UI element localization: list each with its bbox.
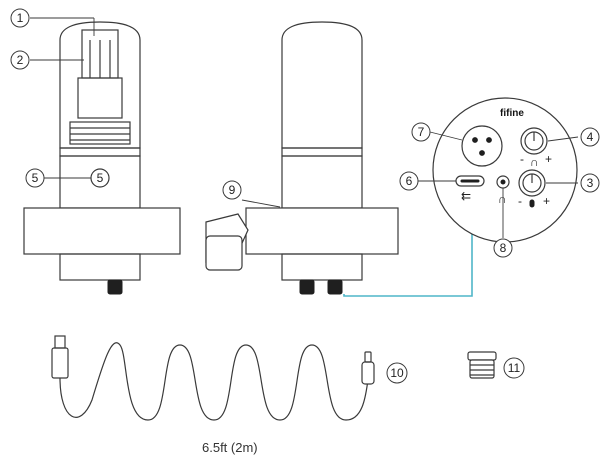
svg-text:9: 9 bbox=[229, 183, 236, 197]
callout-8: 8 bbox=[493, 238, 513, 258]
callout-3: 3 bbox=[580, 173, 600, 193]
callout-5-inline: 5 bbox=[97, 171, 104, 185]
callout-10: 10 bbox=[386, 362, 408, 384]
usb-cable bbox=[51, 335, 375, 421]
usb-a-tip bbox=[54, 335, 66, 349]
mic-side-band bbox=[281, 147, 363, 157]
zoom-link-line bbox=[343, 226, 473, 297]
cable-coil bbox=[59, 342, 369, 421]
mic-side-mount-plate bbox=[245, 207, 399, 255]
svg-text:10: 10 bbox=[390, 366, 404, 380]
callout-5: 5 bbox=[25, 168, 45, 188]
hp-knob-plus-label: + bbox=[545, 152, 552, 166]
svg-text:11: 11 bbox=[508, 361, 521, 375]
callout-2: 2 bbox=[10, 50, 30, 70]
svg-text:4: 4 bbox=[587, 130, 594, 144]
mic-front-view bbox=[23, 21, 181, 295]
svg-text:5: 5 bbox=[97, 171, 104, 185]
usb-c-port-bottom bbox=[299, 279, 315, 295]
zoom-circle bbox=[432, 97, 578, 243]
svg-text:3: 3 bbox=[587, 176, 594, 190]
mic-mount-plate bbox=[23, 207, 181, 255]
usb-icon: ⇇ bbox=[461, 189, 471, 203]
thread-adapter bbox=[467, 351, 497, 379]
svg-text:5: 5 bbox=[32, 171, 39, 185]
xlr-port bbox=[461, 125, 503, 167]
usb-a-plug bbox=[51, 347, 69, 379]
callout-4: 4 bbox=[580, 127, 600, 147]
headphone-volume-knob bbox=[520, 127, 548, 155]
headphone-icon: ∩ bbox=[498, 192, 507, 206]
mic-shock-body bbox=[77, 77, 123, 119]
bottom-connector bbox=[107, 279, 123, 295]
cable-length-label: 6.5ft (2m) bbox=[202, 440, 258, 455]
headphone-port-bottom bbox=[327, 279, 343, 295]
callout-7: 7 bbox=[411, 122, 431, 142]
svg-text:1: 1 bbox=[17, 11, 24, 25]
headphone-icon-small: ∩ bbox=[530, 155, 539, 169]
mic-side-lower-body bbox=[281, 253, 363, 281]
mic-grille-outline bbox=[59, 21, 141, 149]
mic-thread-ring bbox=[69, 121, 131, 145]
brand-logo: fifine bbox=[500, 108, 524, 119]
mic-side-view bbox=[205, 21, 399, 295]
svg-text:7: 7 bbox=[418, 125, 425, 139]
usb-c-tip bbox=[364, 351, 372, 363]
hp-knob-minus-label: - bbox=[520, 152, 524, 166]
leader-lines bbox=[30, 17, 579, 238]
callout-9: 9 bbox=[222, 180, 242, 200]
mic-gain-knob bbox=[518, 169, 546, 197]
callout-6: 6 bbox=[399, 171, 419, 191]
svg-text:6: 6 bbox=[406, 174, 413, 188]
gain-knob-minus-label: - bbox=[518, 194, 522, 208]
mic-side-grille bbox=[281, 21, 363, 149]
callout-11: 11 bbox=[503, 357, 525, 379]
mic-band bbox=[59, 147, 141, 157]
control-panel-zoom: fifine - + ∩ - + ⇇ ∩ bbox=[432, 97, 578, 243]
svg-text:2: 2 bbox=[17, 53, 24, 67]
mount-clamp-block bbox=[205, 235, 243, 271]
mic-icon-small bbox=[529, 199, 535, 208]
usb-c-plug bbox=[361, 361, 375, 385]
svg-text:8: 8 bbox=[500, 241, 507, 255]
callout-1: 1 bbox=[10, 8, 30, 28]
mic-side-body bbox=[281, 155, 363, 209]
mic-lower-body bbox=[59, 253, 141, 281]
gain-knob-plus-label: + bbox=[543, 194, 550, 208]
